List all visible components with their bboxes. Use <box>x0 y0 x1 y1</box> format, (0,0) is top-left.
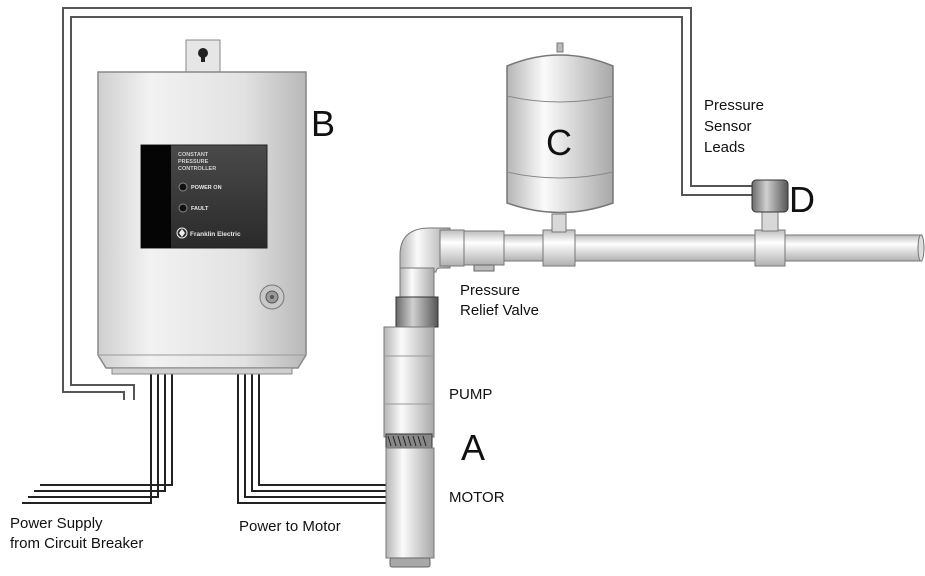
motor-label: MOTOR <box>449 489 505 506</box>
brand-label: Franklin Electric <box>190 231 241 238</box>
drop-pipe <box>395 267 439 328</box>
power-on-label: POWER ON <box>191 185 222 191</box>
pressure-relief-valve <box>463 230 505 272</box>
sensor-leads-label-2: Sensor <box>704 118 752 135</box>
franklin-logo-icon <box>176 227 188 239</box>
discharge-pipe <box>429 234 925 262</box>
panel-title-3: CONTROLLER <box>178 166 216 172</box>
relief-valve-label-1: Pressure <box>460 282 520 299</box>
pressure-sensor-leads <box>62 7 753 400</box>
power-supply-wires <box>22 372 173 504</box>
pressure-tank <box>506 42 614 214</box>
pump-motor-coupling <box>385 433 433 449</box>
label-c: C <box>546 122 572 163</box>
power-supply-label-2: from Circuit Breaker <box>10 535 143 552</box>
power-to-motor-wires <box>237 372 386 504</box>
control-panel: CONSTANT PRESSURE CONTROLLER POWER ON FA… <box>140 144 268 249</box>
label-d: D <box>789 179 815 220</box>
sensor-leads-label-1: Pressure <box>704 97 764 114</box>
fault-led <box>178 203 188 213</box>
relief-valve-label-2: Relief Valve <box>460 302 539 319</box>
label-a: A <box>461 427 485 468</box>
panel-title-2: PRESSURE <box>178 159 209 165</box>
tank-tee-fitting <box>542 213 576 267</box>
label-b: B <box>311 103 335 144</box>
key-switch-icon <box>259 284 285 310</box>
sensor-tee-fitting <box>754 210 786 267</box>
sensor-leads-label-3: Leads <box>704 139 745 156</box>
pump-body <box>383 326 435 438</box>
power-to-motor-label: Power to Motor <box>239 518 341 535</box>
power-supply-label-1: Power Supply <box>10 515 103 532</box>
pump-label: PUMP <box>449 386 492 403</box>
power-on-led <box>178 182 188 192</box>
pipe-elbow <box>399 227 465 273</box>
pressure-sensor <box>751 179 789 213</box>
panel-title-1: CONSTANT <box>178 152 209 158</box>
fault-label: FAULT <box>191 206 209 212</box>
motor-body <box>385 447 435 568</box>
